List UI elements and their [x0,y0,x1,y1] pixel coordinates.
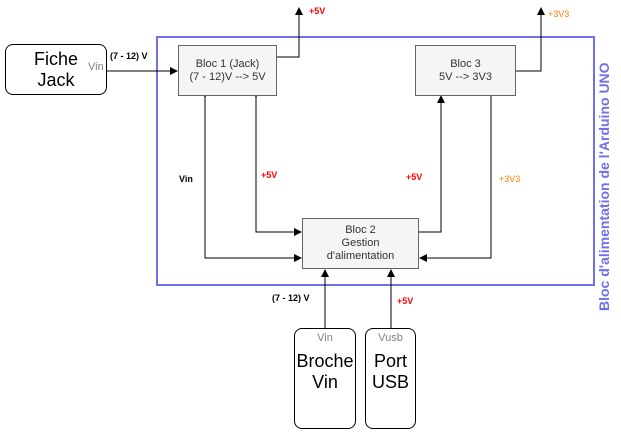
node-bloc3: Bloc 3 5V --> 3V3 [415,45,516,96]
bloc2-line3: d'alimentation [326,250,395,262]
bloc3-line1: Bloc 3 [450,57,481,70]
label-jack-in: (7 - 12) V [110,51,148,61]
bloc1-line1: Bloc 1 (Jack) [195,57,260,70]
fiche-jack-line2: Jack [37,69,75,90]
broche-port-label: Vin [317,332,333,344]
bloc2-line1: Bloc 2 [345,224,376,236]
diagram-title: Bloc d'alimentation de l'Arduino UNO [596,62,612,311]
label-broche-in: (7 - 12) V [272,293,310,303]
bloc3-line2: 5V --> 3V3 [439,70,492,83]
node-port-usb: Vusb Port USB [365,328,416,429]
label-bloc1-out: +5V [309,6,326,16]
broche-line1: Broche [296,351,354,371]
edge-bloc1-5v [276,7,303,58]
edge-5v-right [419,95,445,233]
edge-5v-left [252,90,302,236]
fiche-jack-line1: Fiche [33,48,78,69]
usb-line2: USB [371,372,409,392]
label-5v-right: +5V [406,172,423,182]
arduino-frame [156,36,595,286]
label-bloc3-out: +3V3 [548,9,570,19]
edge-bloc3-3v3 [515,7,545,72]
bloc1-line2: (7 - 12)V --> 5V [189,70,266,83]
label-usb-in: +5V [397,296,414,306]
label-3v3: +3V3 [499,174,521,184]
broche-line2: Vin [312,372,338,392]
edge-vin [201,90,302,262]
usb-port-label: Vusb [378,332,403,344]
usb-line1: Port [373,351,407,371]
bloc2-line2: Gestion [341,237,380,249]
jack-port-label: Vin [88,61,104,73]
node-broche-vin: Vin Broche Vin [294,328,356,429]
edge-3v3 [419,96,492,262]
label-5v-left: +5V [261,170,278,180]
node-bloc1: Bloc 1 (Jack) (7 - 12)V --> 5V [178,45,277,96]
node-fiche-jack: Fiche Jack [5,44,107,95]
label-vin: Vin [179,174,193,184]
node-bloc2: Bloc 2 Gestion d'alimentation [302,218,419,269]
